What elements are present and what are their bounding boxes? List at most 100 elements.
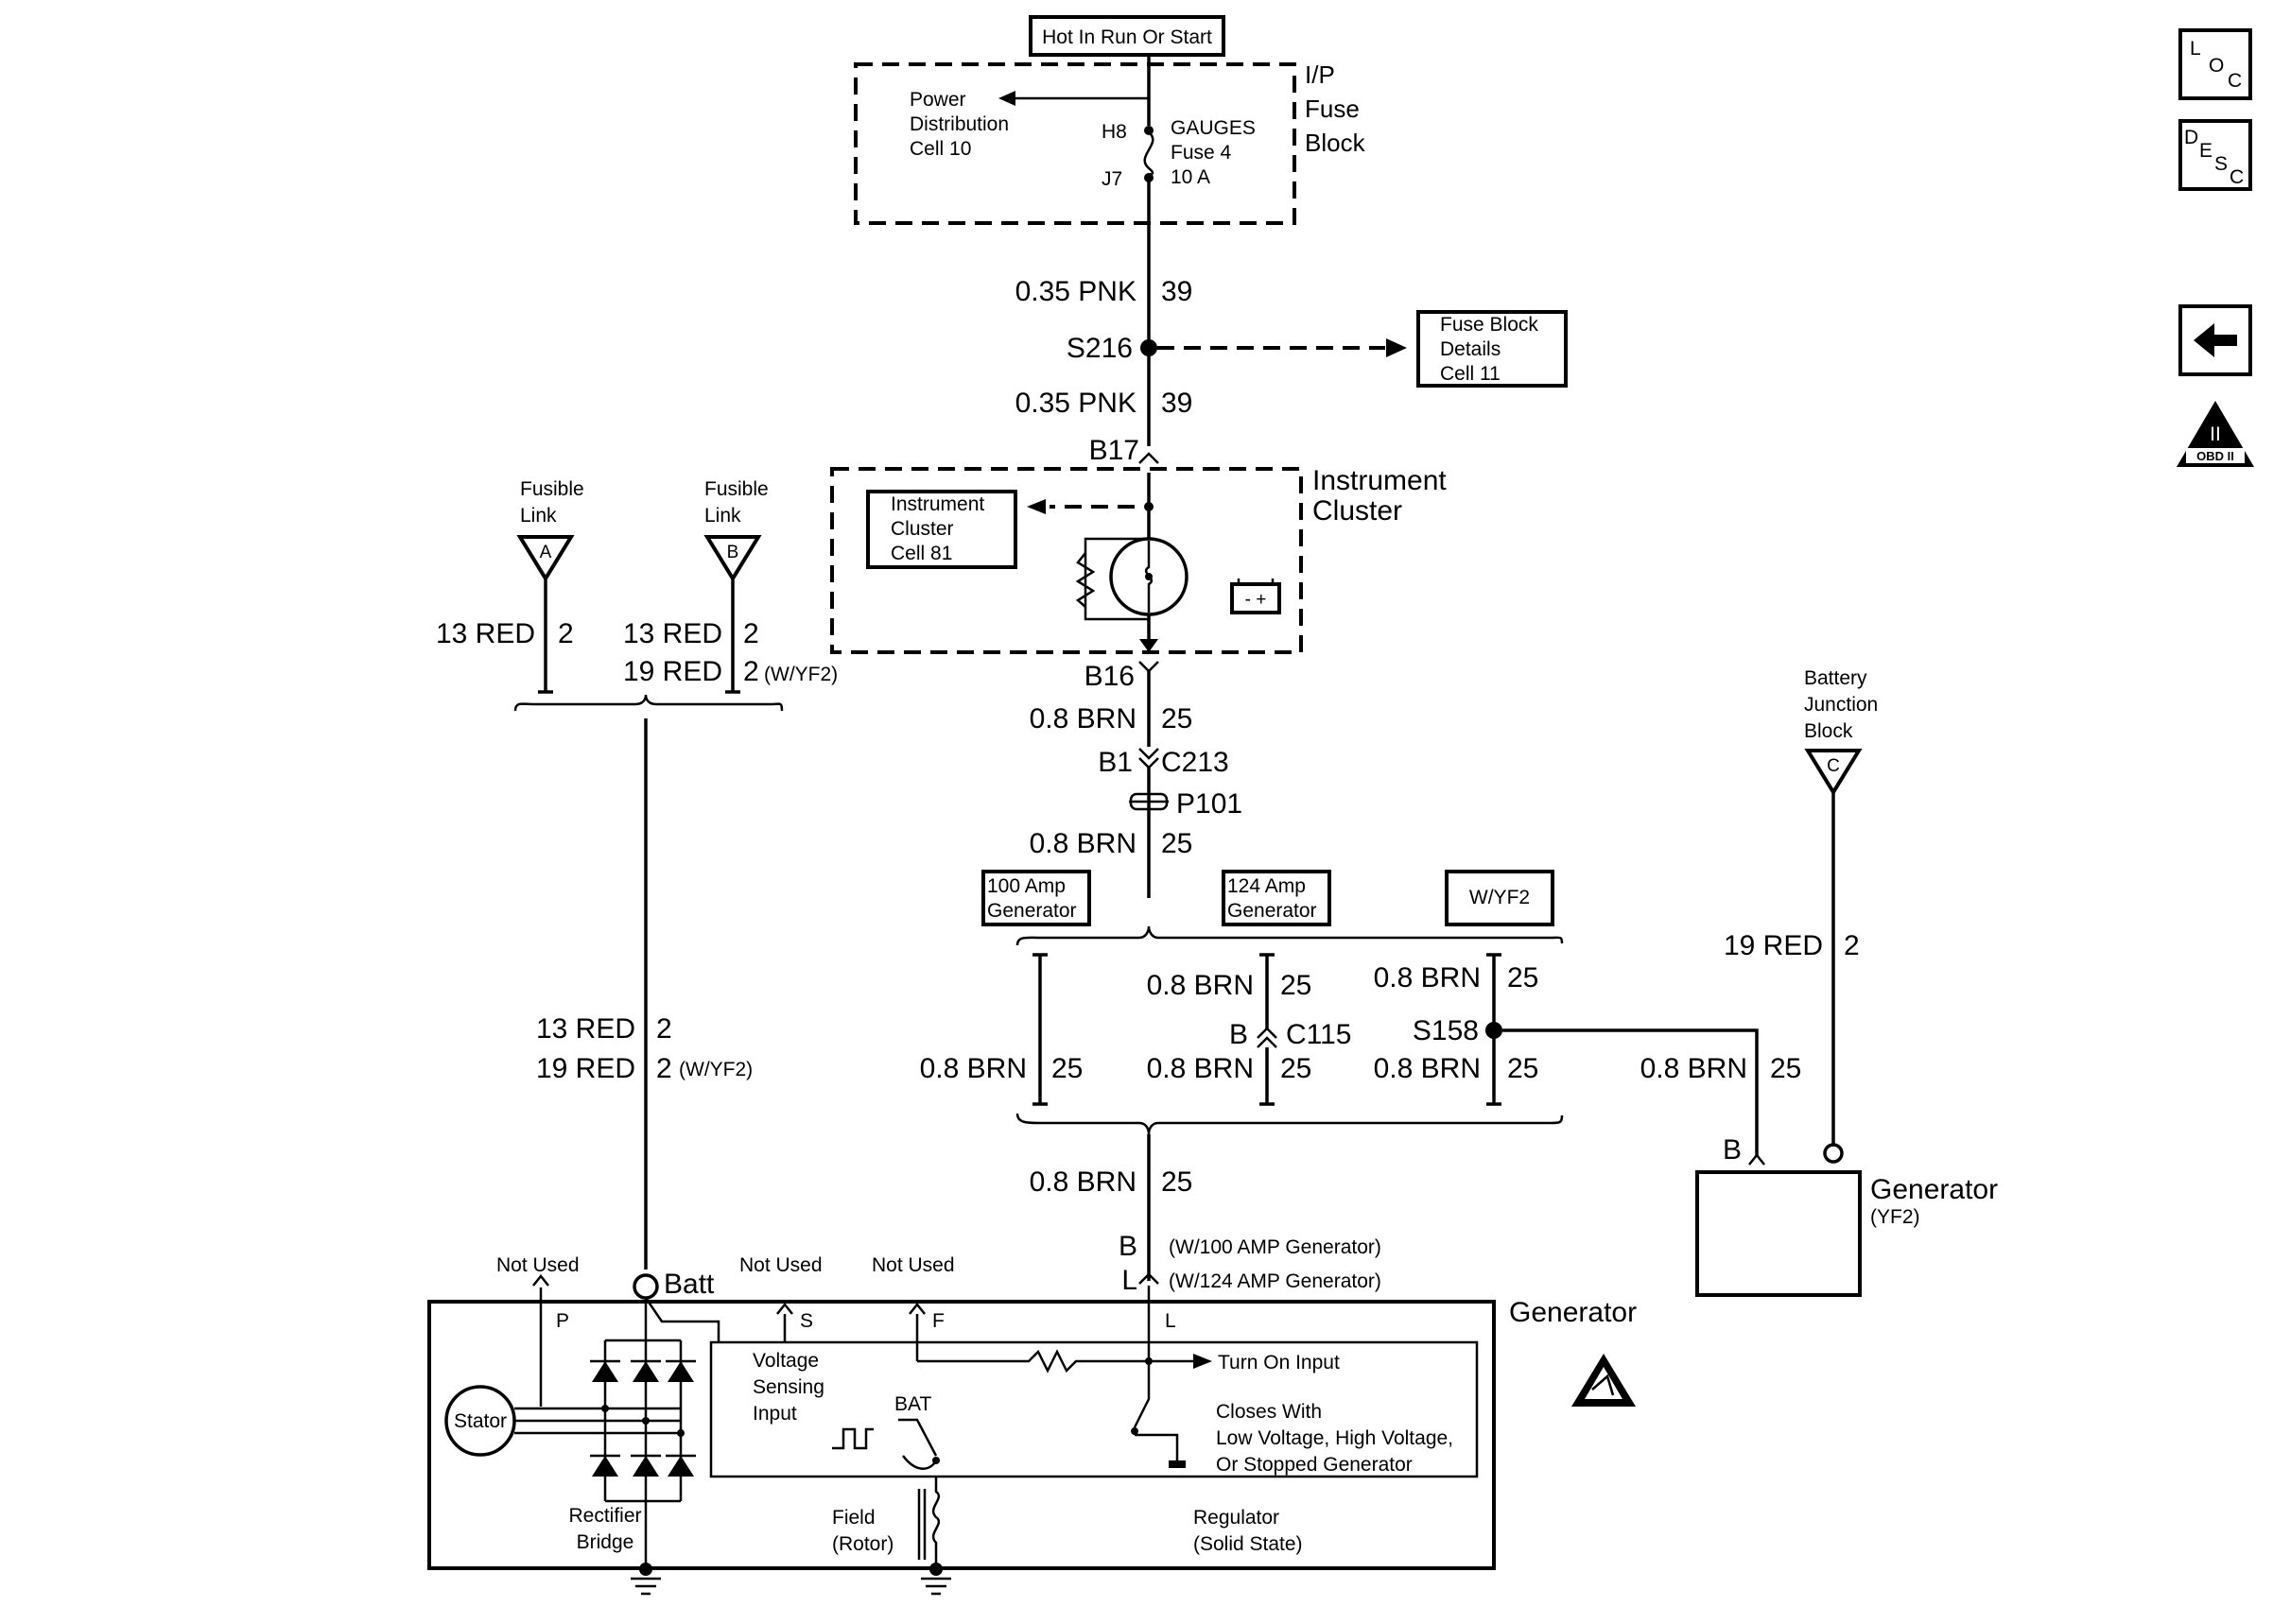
- voltage-sensing-2: Sensing: [753, 1376, 824, 1398]
- connector-c115-label: C115: [1286, 1019, 1352, 1050]
- pwm-signal-icon: [832, 1427, 874, 1450]
- battery-junction-block: Battery Junction Block C 19 RED 2: [1724, 667, 1878, 1164]
- connector-c115: B C115: [1229, 1019, 1352, 1050]
- fusible-link-a-title-1: Fusible: [520, 478, 584, 500]
- option-124-amp-generator: [1222, 870, 1331, 926]
- desc-letter-e: E: [2199, 140, 2212, 162]
- fusible-link-b-letter: B: [727, 543, 739, 562]
- rectifier-label-1: Rectifier: [568, 1505, 641, 1527]
- wire-gauge-brn-yf2-top: 0.8 BRN: [1374, 962, 1481, 993]
- trunk-gauge-1: 13 RED: [536, 1013, 635, 1045]
- ground-icon-rectifier: [631, 1563, 661, 1596]
- loc-button[interactable]: L O C: [2178, 28, 2252, 100]
- closes-line-1: Closes With: [1216, 1401, 1322, 1423]
- battery-junction-circuit: 2: [1844, 930, 1860, 961]
- generator-outline: [427, 1300, 1496, 1570]
- desc-letter-c: C: [2230, 166, 2244, 188]
- rectifier-bridge: [590, 1298, 696, 1503]
- wire-circuit-brn-124amp-top: 25: [1280, 970, 1311, 1001]
- wire-circuit-brn-2: 25: [1161, 828, 1192, 859]
- instrument-cluster-outline: [830, 467, 1303, 654]
- loc-letter-o: O: [2209, 55, 2224, 77]
- power-source: Hot In Run Or Start: [1029, 15, 1225, 57]
- obd-ii-label: OBD II: [2196, 449, 2234, 463]
- battery-warning-symbol: - +: [1245, 590, 1267, 610]
- fusible-link-b-circuit-2: 2: [743, 656, 759, 687]
- option-w-yf2-text: W/YF2: [1469, 887, 1530, 908]
- closes-line-3: Or Stopped Generator: [1216, 1454, 1413, 1476]
- wire-circuit-brn-124amp-bottom: 25: [1280, 1053, 1311, 1084]
- connector-c213-pin: B1: [1098, 747, 1133, 778]
- wire-gauge-pnk-lower: 0.35 PNK: [1015, 388, 1136, 419]
- terminal-l-label: L: [1165, 1310, 1176, 1332]
- back-arrow-icon: [2194, 323, 2237, 357]
- instrument-cluster-ref[interactable]: [866, 490, 1017, 569]
- obd-ii-button[interactable]: II OBD II: [2177, 401, 2254, 467]
- fusible-link-brace: [513, 694, 784, 712]
- not-used-s-label: Not Used: [739, 1254, 823, 1276]
- fusible-link-a-gauge: 13 RED: [436, 618, 535, 649]
- battery-junction-letter: C: [1827, 756, 1840, 776]
- power-source-label: Hot In Run Or Start: [1042, 26, 1212, 48]
- fusible-link-b-icon: [703, 535, 762, 582]
- desc-button[interactable]: D E S C: [2178, 119, 2252, 191]
- power-distribution-line-3: Cell 10: [910, 138, 971, 160]
- wire-gauge-brn-124amp-bottom: 0.8 BRN: [1147, 1053, 1254, 1084]
- generator-yf2-sub: (YF2): [1870, 1206, 1920, 1228]
- wire-gauge-brn-1: 0.8 BRN: [1030, 703, 1136, 734]
- fusible-link-b-note-2: (W/YF2): [764, 664, 838, 685]
- instrument-cluster-title-2: Cluster: [1312, 495, 1402, 527]
- trunk-gauge-2: 19 RED: [536, 1053, 635, 1084]
- battery-junction-title-3: Block: [1804, 720, 1853, 742]
- splice-s216: S216 Fuse Block Details Cell 11: [1067, 310, 1568, 388]
- batt-terminal-label: Batt: [664, 1269, 715, 1300]
- wire-circuit-brn-final: 25: [1161, 1166, 1192, 1198]
- connector-c213-label: C213: [1161, 747, 1229, 778]
- desc-letter-s: S: [2214, 153, 2228, 175]
- wire-circuit-brn-100amp: 25: [1051, 1053, 1083, 1084]
- fuse-label-number: Fuse 4: [1171, 142, 1232, 164]
- wire-gauge-brn-2: 0.8 BRN: [1030, 828, 1136, 859]
- gen-pin-b-note: (W/100 AMP Generator): [1169, 1236, 1381, 1258]
- fusible-link-b-gauge-2: 19 RED: [623, 656, 722, 687]
- fuse-block-details-line-1: Fuse Block: [1440, 314, 1538, 336]
- pass-through-p101-label: P101: [1176, 788, 1242, 820]
- instrument-cluster-ref-line-3: Cell 81: [891, 543, 952, 564]
- loc-letter-l: L: [2190, 38, 2201, 60]
- option-124-amp-text-1: 124 Amp: [1227, 875, 1306, 897]
- splice-s216-label: S216: [1067, 333, 1133, 364]
- bat-label: BAT: [894, 1393, 931, 1415]
- generator-yf2-title: Generator: [1870, 1174, 1998, 1205]
- wire-circuit-brn-yf2-bottom: 25: [1507, 1053, 1538, 1084]
- wire-brn-to-yf2: [1502, 1028, 1759, 1155]
- wire-circuit-pnk-lower: 39: [1161, 388, 1192, 419]
- generator-assembly: Generator Batt Not Used Not Used Not Use…: [427, 1254, 1637, 1596]
- ip-fuse-block-title-3: Block: [1305, 129, 1366, 157]
- wire-gauge-brn-yf2-bottom: 0.8 BRN: [1374, 1053, 1481, 1084]
- gen-pin-l-note: (W/124 AMP Generator): [1169, 1270, 1381, 1292]
- back-button[interactable]: [2178, 304, 2252, 376]
- wire-gauge-brn-100amp: 0.8 BRN: [920, 1053, 1027, 1084]
- wire-gauge-pnk-upper: 0.35 PNK: [1015, 276, 1136, 307]
- fusible-link-a: Fusible Link A 13 RED 2: [436, 478, 584, 694]
- fusible-link-a-letter: A: [540, 543, 552, 562]
- stator-label: Stator: [454, 1410, 507, 1432]
- fuse-pin-h8: H8: [1102, 121, 1127, 143]
- option-100-amp-generator: [981, 870, 1091, 926]
- fusible-link-b-circuit-1: 2: [743, 618, 759, 649]
- power-distribution-line-1: Power: [910, 89, 966, 111]
- fuse-label-gauges: GAUGES: [1171, 117, 1256, 139]
- regulator-box: [709, 1340, 1479, 1478]
- trunk-circuit-1: 2: [656, 1013, 672, 1045]
- fusible-link-a-icon: [516, 535, 575, 582]
- cluster-pin-b16: B16: [1084, 661, 1135, 692]
- field-label-1: Field: [832, 1507, 876, 1529]
- fuse-block-details-ref[interactable]: [1416, 310, 1568, 388]
- connector-c213: B1 C213: [1098, 747, 1228, 778]
- pass-through-p101: P101: [1129, 788, 1242, 820]
- ip-fuse-block-title-2: Fuse: [1305, 95, 1360, 123]
- loc-letter-c: C: [2228, 70, 2242, 92]
- not-used-f-label: Not Used: [872, 1254, 955, 1276]
- battery-junction-title-2: Junction: [1804, 694, 1878, 716]
